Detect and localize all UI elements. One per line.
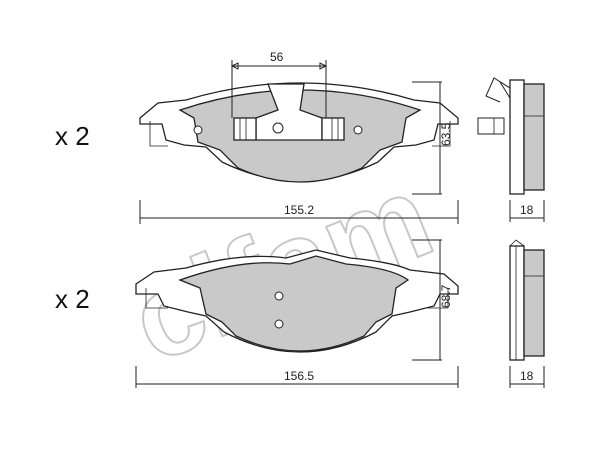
top-pad-clip-left-ear xyxy=(233,117,257,141)
bottom-pad-hole-upper xyxy=(274,291,284,301)
bottom-pad-friction xyxy=(178,255,410,352)
top-pad-side-view xyxy=(477,77,545,195)
top-clip-width-label: 56 xyxy=(270,50,284,64)
top-pad-left-tab xyxy=(149,121,168,147)
bottom-length-label: 156.5 xyxy=(284,369,314,383)
top-pad-hole-left xyxy=(193,125,203,135)
bottom-quantity-label: x 2 xyxy=(55,284,90,314)
bottom-pad-group: x 2 156.5 68.7 18 xyxy=(55,239,545,388)
top-thickness-label: 18 xyxy=(520,203,534,217)
top-quantity-label: x 2 xyxy=(55,121,90,151)
top-height-label: 63.5 xyxy=(439,122,453,146)
top-pad-right-tab xyxy=(432,121,451,147)
top-length-label: 155.2 xyxy=(284,203,314,217)
bottom-height-label: 68.7 xyxy=(439,284,453,308)
bottom-thickness-label: 18 xyxy=(520,369,534,383)
bottom-pad-hole-lower xyxy=(274,319,284,329)
top-pad-group: x 2 56 155.2 63.5 xyxy=(55,50,545,224)
top-pad-hole-right xyxy=(353,125,363,135)
top-pad-clip-right-ear xyxy=(321,117,345,141)
bottom-pad-side-view xyxy=(509,239,545,361)
top-pad-clip-hole xyxy=(272,122,284,134)
